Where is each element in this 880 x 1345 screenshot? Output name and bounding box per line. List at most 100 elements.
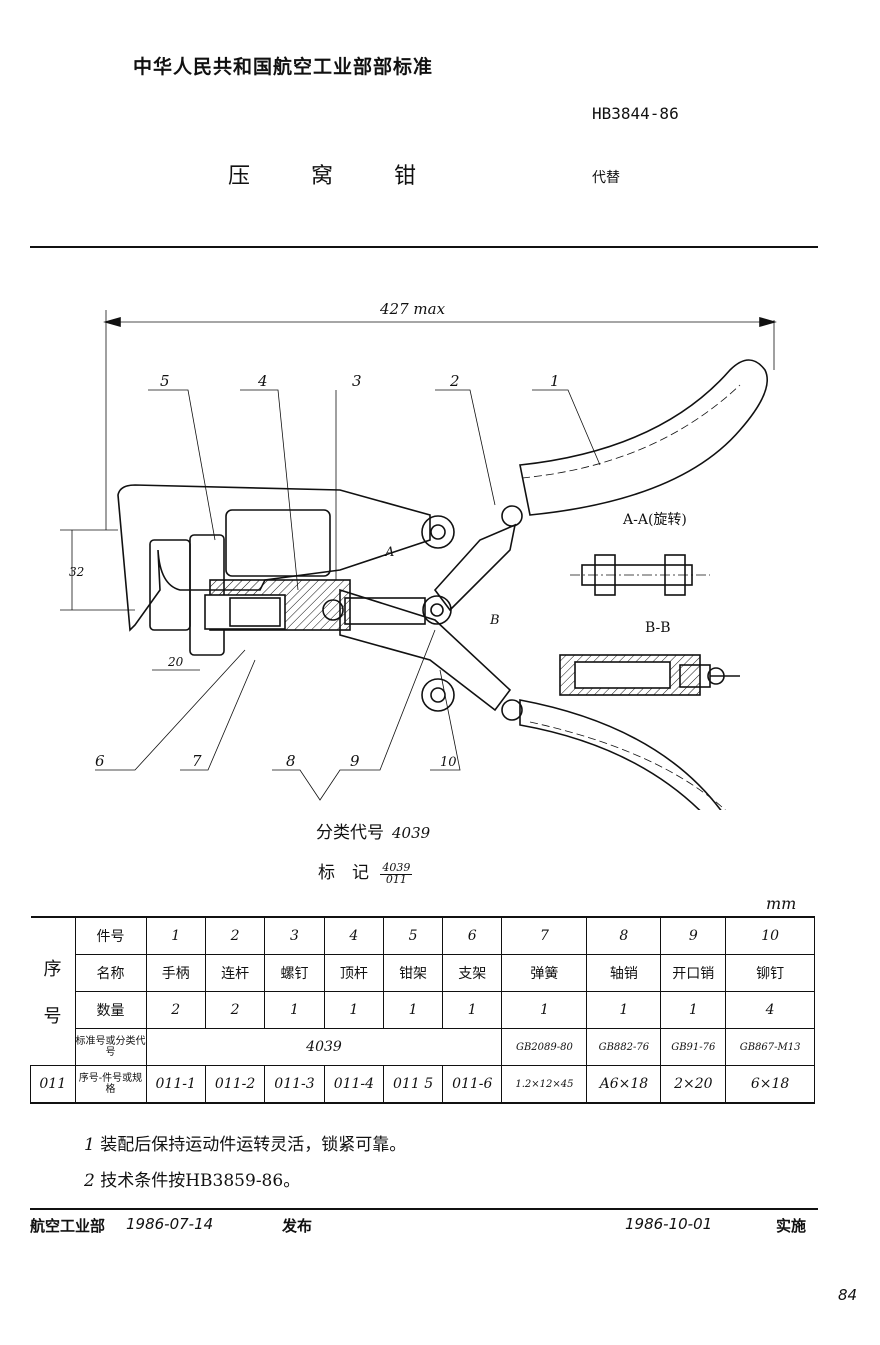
overall-dimension: 427 max [379, 300, 446, 318]
spec-1: 011-1 [145, 1065, 206, 1104]
footer-rule [30, 1208, 818, 1210]
spec-2: 011-2 [204, 1065, 266, 1104]
height-dimension: 32 [69, 565, 84, 579]
section-b-label: B-B [645, 620, 671, 636]
label-part-no: 件号 [74, 916, 147, 955]
footer-issue-date: 1986-07-14 [126, 1215, 214, 1233]
part-no-5: 5 [383, 916, 444, 955]
qty-5: 1 [383, 991, 444, 1029]
header-rule [30, 246, 818, 248]
name-6: 支架 [442, 954, 503, 992]
footer-effective-date: 1986-10-01 [625, 1215, 713, 1233]
qty-4: 1 [323, 991, 385, 1029]
label-spec: 序号-件号或规格 [74, 1065, 147, 1104]
footer-effective-label: 实施 [776, 1217, 807, 1235]
footer-issuer: 航空工业部 [30, 1217, 106, 1235]
label-std: 标准号或分类代号 [74, 1028, 147, 1066]
table-row-qty: 数量 2 2 1 1 1 1 1 1 1 4 [31, 991, 815, 1029]
callout-6: 6 [95, 752, 105, 770]
title-char-2: 窝 [311, 164, 334, 189]
std-common: 4039 [145, 1028, 503, 1066]
part-no-10: 10 [725, 916, 815, 955]
qty-2: 2 [204, 991, 266, 1029]
qty-1: 2 [145, 991, 206, 1029]
spec-10: 6×18 [725, 1065, 815, 1104]
spec-9: 2×20 [660, 1065, 727, 1104]
callout-9: 9 [350, 752, 360, 770]
callout-2: 2 [449, 372, 460, 390]
name-8: 轴销 [586, 954, 662, 992]
table-row-part-no: 序 号 件号 1 2 3 4 5 6 7 8 9 10 [30, 916, 815, 1066]
qty-3: 1 [264, 991, 325, 1029]
marking-label: 标 记 [318, 863, 369, 883]
part-no-4: 4 [323, 916, 385, 955]
spec-7: 1.2×12×45 [501, 1065, 588, 1104]
standard-code: HB3844-86 [592, 104, 679, 123]
width-dimension: 20 [167, 655, 184, 669]
page-number: 84 [838, 1286, 858, 1304]
seq-char-2: 号 [43, 1006, 62, 1027]
spec-6: 011-6 [442, 1065, 503, 1104]
title-char-3: 钳 [394, 164, 417, 189]
callout-8: 8 [286, 752, 296, 770]
part-no-8: 8 [586, 916, 662, 955]
spec-4: 011-4 [323, 1065, 385, 1104]
callout-10: 10 [440, 755, 457, 770]
table-row-name: 名称 手柄 连杆 螺钉 顶杆 钳架 支架 弹簧 轴销 开口销 铆钉 [31, 954, 815, 992]
table-row-spec: 011 序号-件号或规格 011-1 011-2 011-3 011-4 011… [30, 1065, 815, 1104]
unit-label: mm [766, 894, 797, 913]
cut-a-label: A [384, 545, 394, 560]
note-1-number: 1 [84, 1135, 95, 1155]
part-no-2: 2 [204, 916, 266, 955]
part-no-6: 6 [442, 916, 503, 955]
parts-table: 序 号 件号 1 2 3 4 5 6 7 8 9 10 名称 手柄 连杆 螺钉 … [30, 916, 815, 1104]
name-4: 顶杆 [323, 954, 385, 992]
spec-3: 011-3 [264, 1065, 325, 1104]
label-name: 名称 [74, 954, 147, 992]
seq-value: 011 [30, 1065, 76, 1104]
qty-9: 1 [660, 991, 727, 1029]
title-char-1: 压 [228, 164, 251, 189]
spec-8: A6×18 [586, 1065, 662, 1104]
marking: 标 记 4039 011 [318, 858, 413, 886]
name-1: 手柄 [145, 954, 206, 992]
marking-denominator: 011 [385, 872, 407, 886]
callout-3: 3 [352, 372, 362, 390]
document-title: 压 窝 钳 [228, 158, 470, 190]
part-no-9: 9 [660, 916, 727, 955]
callout-1: 1 [550, 372, 560, 390]
issuing-organization: 中华人民共和国航空工业部部标准 [133, 56, 434, 78]
note-2: 2 技术条件按HB3859-86。 [84, 1166, 300, 1191]
marking-fraction: 4039 011 [380, 860, 413, 886]
footer-issued-label: 发布 [282, 1217, 313, 1235]
std-9: GB91-76 [660, 1028, 727, 1066]
qty-7: 1 [501, 991, 588, 1029]
std-10: GB867-M13 [725, 1028, 815, 1066]
note-2-number: 2 [84, 1171, 95, 1191]
qty-10: 4 [725, 991, 815, 1029]
note-1: 1 装配后保持运动件运转灵活，锁紧可靠。 [84, 1130, 406, 1155]
part-no-3: 3 [264, 916, 325, 955]
replaces-label: 代替 [592, 170, 620, 186]
classification-value: 4039 [392, 824, 431, 842]
name-5: 钳架 [383, 954, 444, 992]
callout-5: 5 [160, 372, 170, 390]
name-2: 连杆 [204, 954, 266, 992]
callout-4: 4 [257, 372, 268, 390]
std-7: GB2089-80 [501, 1028, 588, 1066]
name-9: 开口销 [660, 954, 727, 992]
callout-7: 7 [192, 752, 202, 770]
marking-numerator: 4039 [380, 860, 413, 875]
section-a-label: A-A(旋转) [622, 512, 687, 528]
cut-b-label: B [489, 613, 500, 628]
part-no-1: 1 [145, 916, 206, 955]
name-7: 弹簧 [501, 954, 588, 992]
seq-header: 序 号 [30, 916, 76, 1066]
std-8: GB882-76 [586, 1028, 662, 1066]
classification-label: 分类代号 [316, 823, 384, 843]
spec-5: 011 5 [383, 1065, 444, 1104]
classification-code: 分类代号 4039 [316, 818, 430, 843]
part-no-7: 7 [501, 916, 588, 955]
name-3: 螺钉 [264, 954, 325, 992]
technical-drawing: 427 max 32 20 A-A(旋转) B-B A B 5 4 3 2 1 … [60, 300, 777, 810]
